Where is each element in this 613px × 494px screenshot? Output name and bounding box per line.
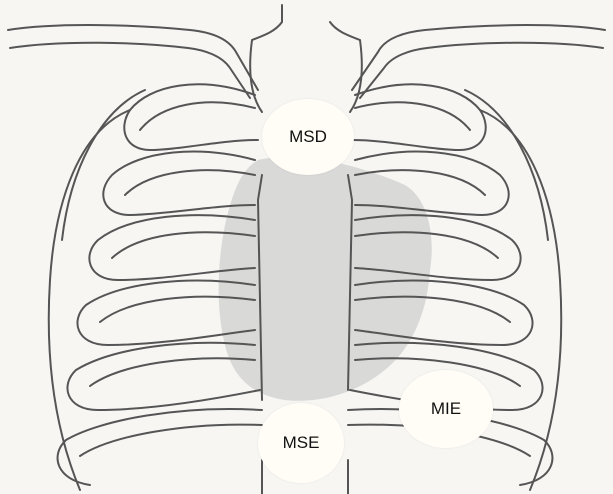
msd-label: MSD (289, 127, 327, 147)
left-clavicle (8, 25, 258, 98)
right-clavicle (352, 25, 605, 98)
msd-marker: MSD (262, 99, 354, 175)
mse-marker: MSE (258, 403, 344, 483)
mie-label: MIE (431, 399, 461, 419)
heart-silhouette (219, 157, 432, 401)
mie-marker: MIE (399, 370, 493, 448)
mse-label: MSE (283, 433, 320, 453)
manubrium (250, 5, 362, 112)
